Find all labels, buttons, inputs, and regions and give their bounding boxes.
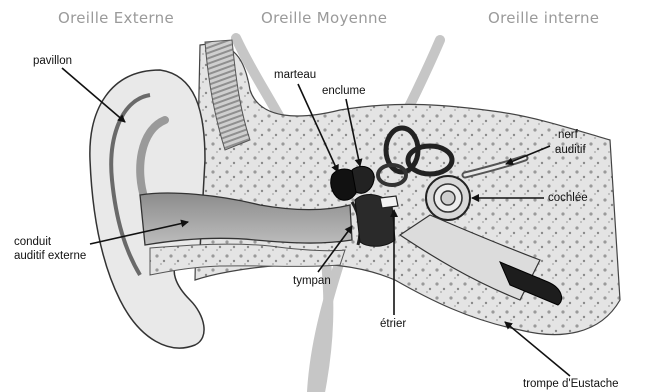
label-cochlee: cochlée [548, 192, 588, 204]
cochlea [426, 176, 470, 220]
stapes [380, 196, 398, 208]
label-nerf-line2: auditif [555, 144, 586, 156]
label-trompe: trompe d'Eustache [523, 378, 619, 390]
region-title-inner-ear: Oreille interne [488, 9, 599, 27]
label-conduit-line1: conduit [14, 236, 52, 248]
label-conduit-line2: auditif externe [14, 250, 86, 262]
region-title-outer-ear: Oreille Externe [58, 9, 174, 27]
label-marteau: marteau [274, 69, 316, 81]
label-nerf-line1: nerf [558, 129, 579, 141]
label-etrier: étrier [380, 318, 406, 330]
label-enclume: enclume [322, 85, 365, 97]
region-title-middle-ear: Oreille Moyenne [261, 9, 387, 27]
label-tympan: tympan [293, 275, 331, 287]
label-pavillon: pavillon [33, 55, 72, 67]
